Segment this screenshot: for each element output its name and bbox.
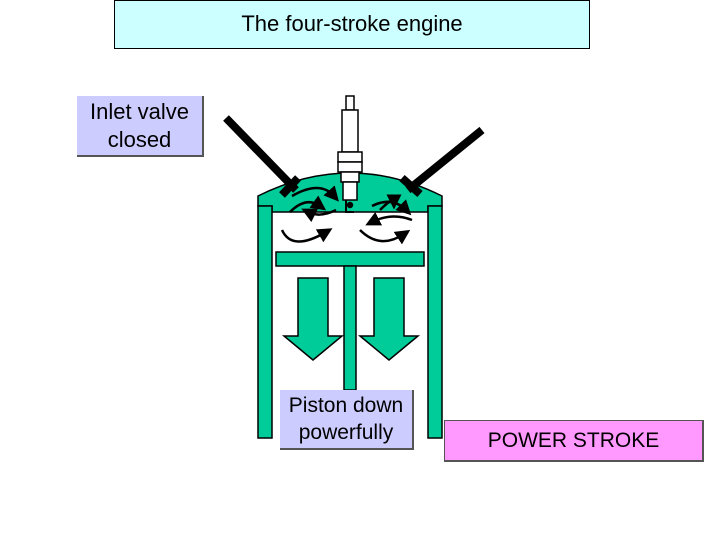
- piston-label-line1: Piston down: [288, 394, 404, 417]
- title-box: The four-stroke engine: [114, 0, 590, 49]
- cylinder-right-wall: [427, 205, 443, 439]
- down-arrow-right: [357, 277, 421, 361]
- piston-label-line2: powerfully: [298, 421, 394, 444]
- exhaust-valve-rod: [405, 126, 485, 194]
- spark-plug: [337, 95, 363, 213]
- piston-label: Piston down powerfully: [280, 390, 414, 450]
- inlet-valve-label: Inlet valve closed: [77, 96, 204, 157]
- power-stroke-label: POWER STROKE: [444, 420, 704, 462]
- inlet-label-line2: closed: [107, 126, 172, 152]
- exhaust-valve-head: [399, 175, 423, 197]
- connecting-rod: [343, 265, 357, 391]
- piston-crown: [275, 251, 425, 267]
- diagram-title: The four-stroke engine: [241, 11, 463, 36]
- inlet-valve-head: [279, 175, 301, 198]
- down-arrow-left: [281, 277, 345, 361]
- inlet-label-line1: Inlet valve: [89, 98, 190, 124]
- swirl-arrows: [280, 185, 413, 245]
- inlet-valve-rod: [223, 115, 299, 193]
- cylinder-left-wall: [257, 205, 273, 439]
- stroke-label-text: POWER STROKE: [487, 428, 660, 452]
